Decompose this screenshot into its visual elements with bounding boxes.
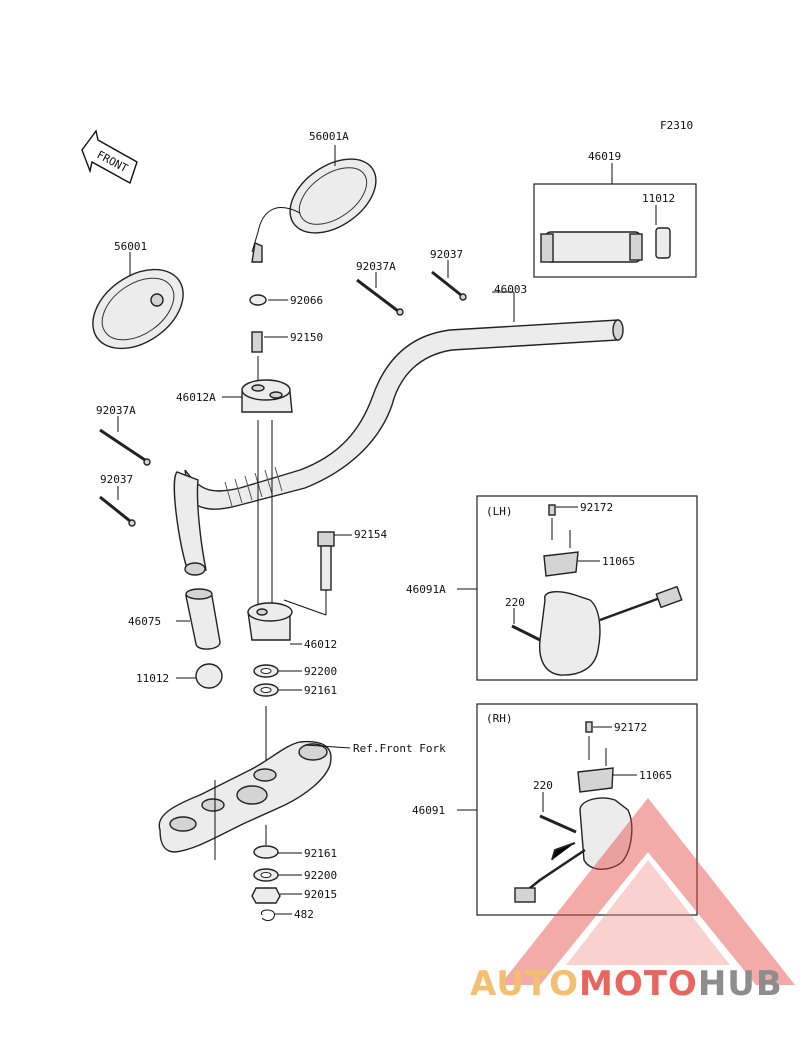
label-46075: 46075 <box>128 615 161 628</box>
label-46091: 46091 <box>412 804 445 817</box>
bolt-92037-top <box>431 270 467 301</box>
washer-92161-top <box>253 683 279 697</box>
cover-11065-lh <box>543 551 579 577</box>
handlebar <box>173 319 624 576</box>
clamp-46012 <box>247 602 293 641</box>
lh-box-label: (LH) <box>486 505 513 518</box>
clip-482 <box>261 909 275 921</box>
label-92037-left: 92037 <box>100 473 133 486</box>
label-92015: 92015 <box>304 888 337 901</box>
label-482: 482 <box>294 908 314 921</box>
label-46012A: 46012A <box>176 391 216 404</box>
bolt-92037A-top <box>356 278 404 316</box>
cover-11065-rh <box>577 767 614 793</box>
clamp-46012A <box>241 379 293 413</box>
grip-box <box>533 183 697 278</box>
label-220-lh: 220 <box>505 596 525 609</box>
label-46012: 46012 <box>304 638 337 651</box>
label-92172-lh: 92172 <box>580 501 613 514</box>
watermark: AUTOMOTOHUB <box>470 798 795 1004</box>
watermark-logo-text: AUTOMOTOHUB <box>470 964 783 1004</box>
label-92066: 92066 <box>290 294 323 307</box>
label-ref-front-fork: Ref.Front Fork <box>353 742 446 755</box>
label-92172-rh: 92172 <box>614 721 647 734</box>
screw-92172-lh <box>548 504 556 516</box>
mirror-right <box>251 158 377 263</box>
screw-220-rh <box>539 814 577 834</box>
grip-46075 <box>185 588 221 650</box>
label-92161-top: 92161 <box>304 684 337 697</box>
bolt-92037-left <box>99 495 136 527</box>
switch-lh <box>538 585 683 676</box>
screw-220-lh <box>511 624 541 642</box>
label-92037A-left: 92037A <box>96 404 136 417</box>
rh-box-label: (RH) <box>486 712 513 725</box>
nut-92015 <box>251 887 281 904</box>
figure-code: F2310 <box>660 119 693 132</box>
label-92150: 92150 <box>290 331 323 344</box>
label-92200-top: 92200 <box>304 665 337 678</box>
label-56001: 56001 <box>114 240 147 253</box>
front-arrow: FRONT <box>81 129 138 185</box>
lh-switch-box <box>476 495 698 681</box>
bolt-92154 <box>317 531 335 591</box>
label-11065-lh: 11065 <box>602 555 635 568</box>
label-220-rh: 220 <box>533 779 553 792</box>
label-46003: 46003 <box>494 283 527 296</box>
switch-rh <box>514 797 633 903</box>
washer-92161-bottom <box>253 845 279 859</box>
label-92154: 92154 <box>354 528 387 541</box>
label-11012-left: 11012 <box>136 672 169 685</box>
cap-11012-left <box>195 663 223 689</box>
bolt-92037A-left <box>99 428 151 466</box>
washer-92200-bottom <box>253 868 279 882</box>
part-labels: 56001A 56001 46019 11012 92037A 92037 46… <box>96 130 675 921</box>
label-56001A: 56001A <box>309 130 349 143</box>
cap-92066 <box>249 294 267 306</box>
label-92161-bottom: 92161 <box>304 847 337 860</box>
screw-92172-rh <box>585 721 593 733</box>
label-46019: 46019 <box>588 150 621 163</box>
label-92200-bottom: 92200 <box>304 869 337 882</box>
label-11065-rh: 11065 <box>639 769 672 782</box>
label-92037-top: 92037 <box>430 248 463 261</box>
leader-lines <box>117 145 657 915</box>
throttle-grip <box>540 227 671 263</box>
mirror-left <box>92 268 184 350</box>
washer-92200-top <box>253 664 279 678</box>
triple-clamp <box>158 740 351 860</box>
label-92037A-top: 92037A <box>356 260 396 273</box>
label-11012-top: 11012 <box>642 192 675 205</box>
bolt-92150 <box>251 331 263 353</box>
label-46091A: 46091A <box>406 583 446 596</box>
